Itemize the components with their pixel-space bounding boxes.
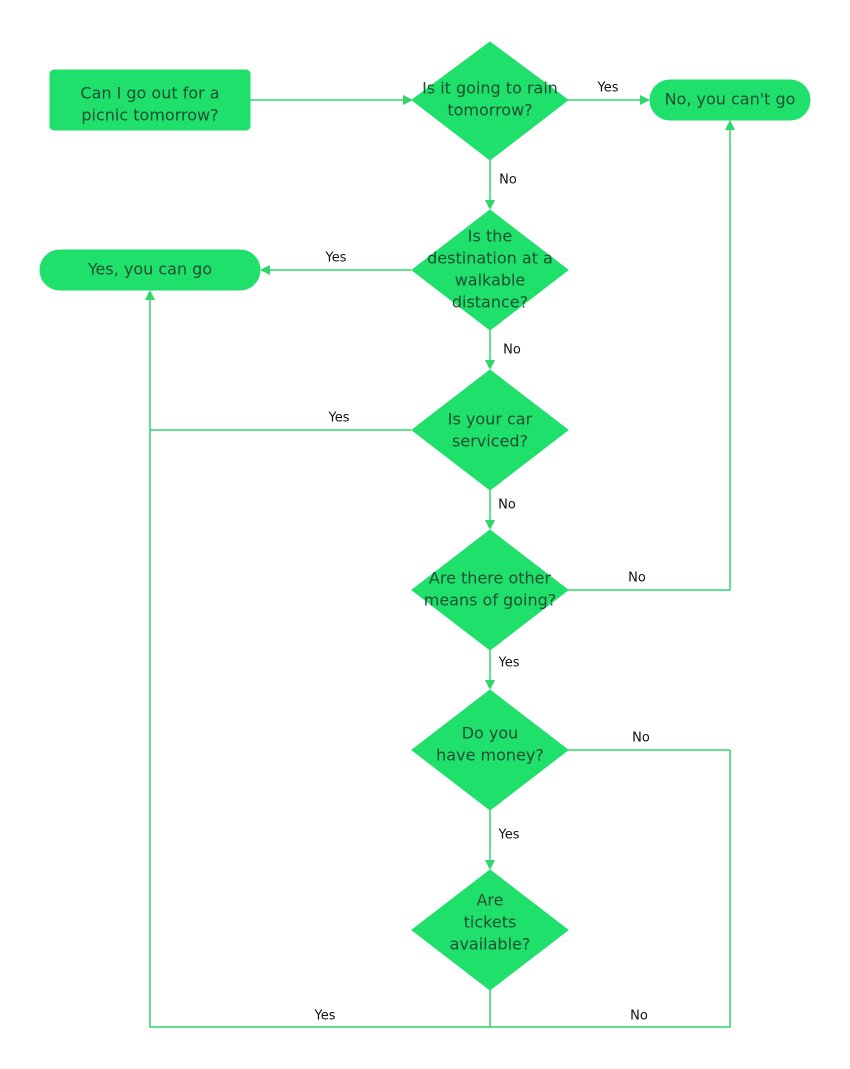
node-tickets-decision: Are tickets available? [411, 869, 569, 991]
car-diamond [411, 369, 569, 491]
tickets-yes-label: Yes [314, 1009, 336, 1024]
node-cant-go: No, you can't go [649, 79, 811, 121]
car-yes-label: Yes [328, 411, 350, 426]
other-means-text-line-1: Are there other [429, 569, 552, 588]
node-other-means-decision: Are there other means of going? [411, 529, 569, 651]
money-diamond [411, 689, 569, 811]
walkable-text-line-2: destination at a [427, 249, 553, 268]
walkable-diamond [411, 209, 569, 331]
can-go-text: Yes, you can go [87, 260, 212, 279]
walkable-text-line-4: distance? [452, 293, 528, 312]
tickets-text-line-2: tickets [464, 913, 517, 932]
edge-tickets-yes [149, 430, 491, 1028]
tickets-text-line-1: Are [476, 891, 503, 910]
money-no-label: No [632, 731, 650, 746]
rain-yes-label: Yes [597, 81, 619, 96]
car-text-line-1: Is your car [448, 410, 533, 429]
can-go-terminal [39, 249, 261, 291]
rain-no-label: No [499, 173, 517, 188]
node-rain-decision: Is it going to rain tomorrow? [411, 41, 569, 161]
start-box [49, 69, 251, 131]
money-text-line-1: Do you [462, 724, 519, 743]
car-no-label: No [498, 498, 516, 513]
tickets-no-label: No [630, 1009, 648, 1024]
rain-text-line-2: tomorrow? [447, 101, 532, 120]
start-text-line-2: picnic tomorrow? [81, 106, 218, 125]
car-text-line-2: serviced? [452, 432, 528, 451]
walkable-no-label: No [503, 343, 521, 358]
rain-text-line-1: Is it going to rain [422, 79, 558, 98]
node-car-decision: Is your car serviced? [411, 369, 569, 491]
tickets-text-line-3: available? [450, 935, 531, 954]
rain-diamond [411, 41, 569, 161]
other-yes-label: Yes [498, 656, 520, 671]
start-text-line-1: Can I go out for a [80, 84, 219, 103]
node-walkable-decision: Is the destination at a walkable distanc… [411, 209, 569, 331]
node-can-go: Yes, you can go [39, 249, 261, 291]
money-yes-label: Yes [498, 828, 520, 843]
cant-go-terminal [649, 79, 811, 121]
walkable-yes-label: Yes [325, 251, 347, 266]
edge-tickets-no [490, 750, 731, 1028]
edge-labels: Yes No Yes No Yes No No Yes No Yes Yes N… [314, 81, 650, 1024]
other-means-diamond [411, 529, 569, 651]
other-means-text-line-2: means of going? [424, 591, 556, 610]
edge-other-no [568, 120, 735, 591]
edge-car-yes [145, 290, 411, 431]
node-money-decision: Do you have money? [411, 689, 569, 811]
tickets-diamond [411, 869, 569, 991]
connectors [145, 95, 735, 1028]
money-text-line-2: have money? [436, 746, 544, 765]
node-start: Can I go out for a picnic tomorrow? [49, 69, 251, 131]
walkable-text-line-3: walkable [455, 271, 526, 290]
cant-go-text: No, you can't go [665, 90, 796, 109]
other-no-label: No [628, 571, 646, 586]
walkable-text-line-1: Is the [468, 227, 512, 246]
